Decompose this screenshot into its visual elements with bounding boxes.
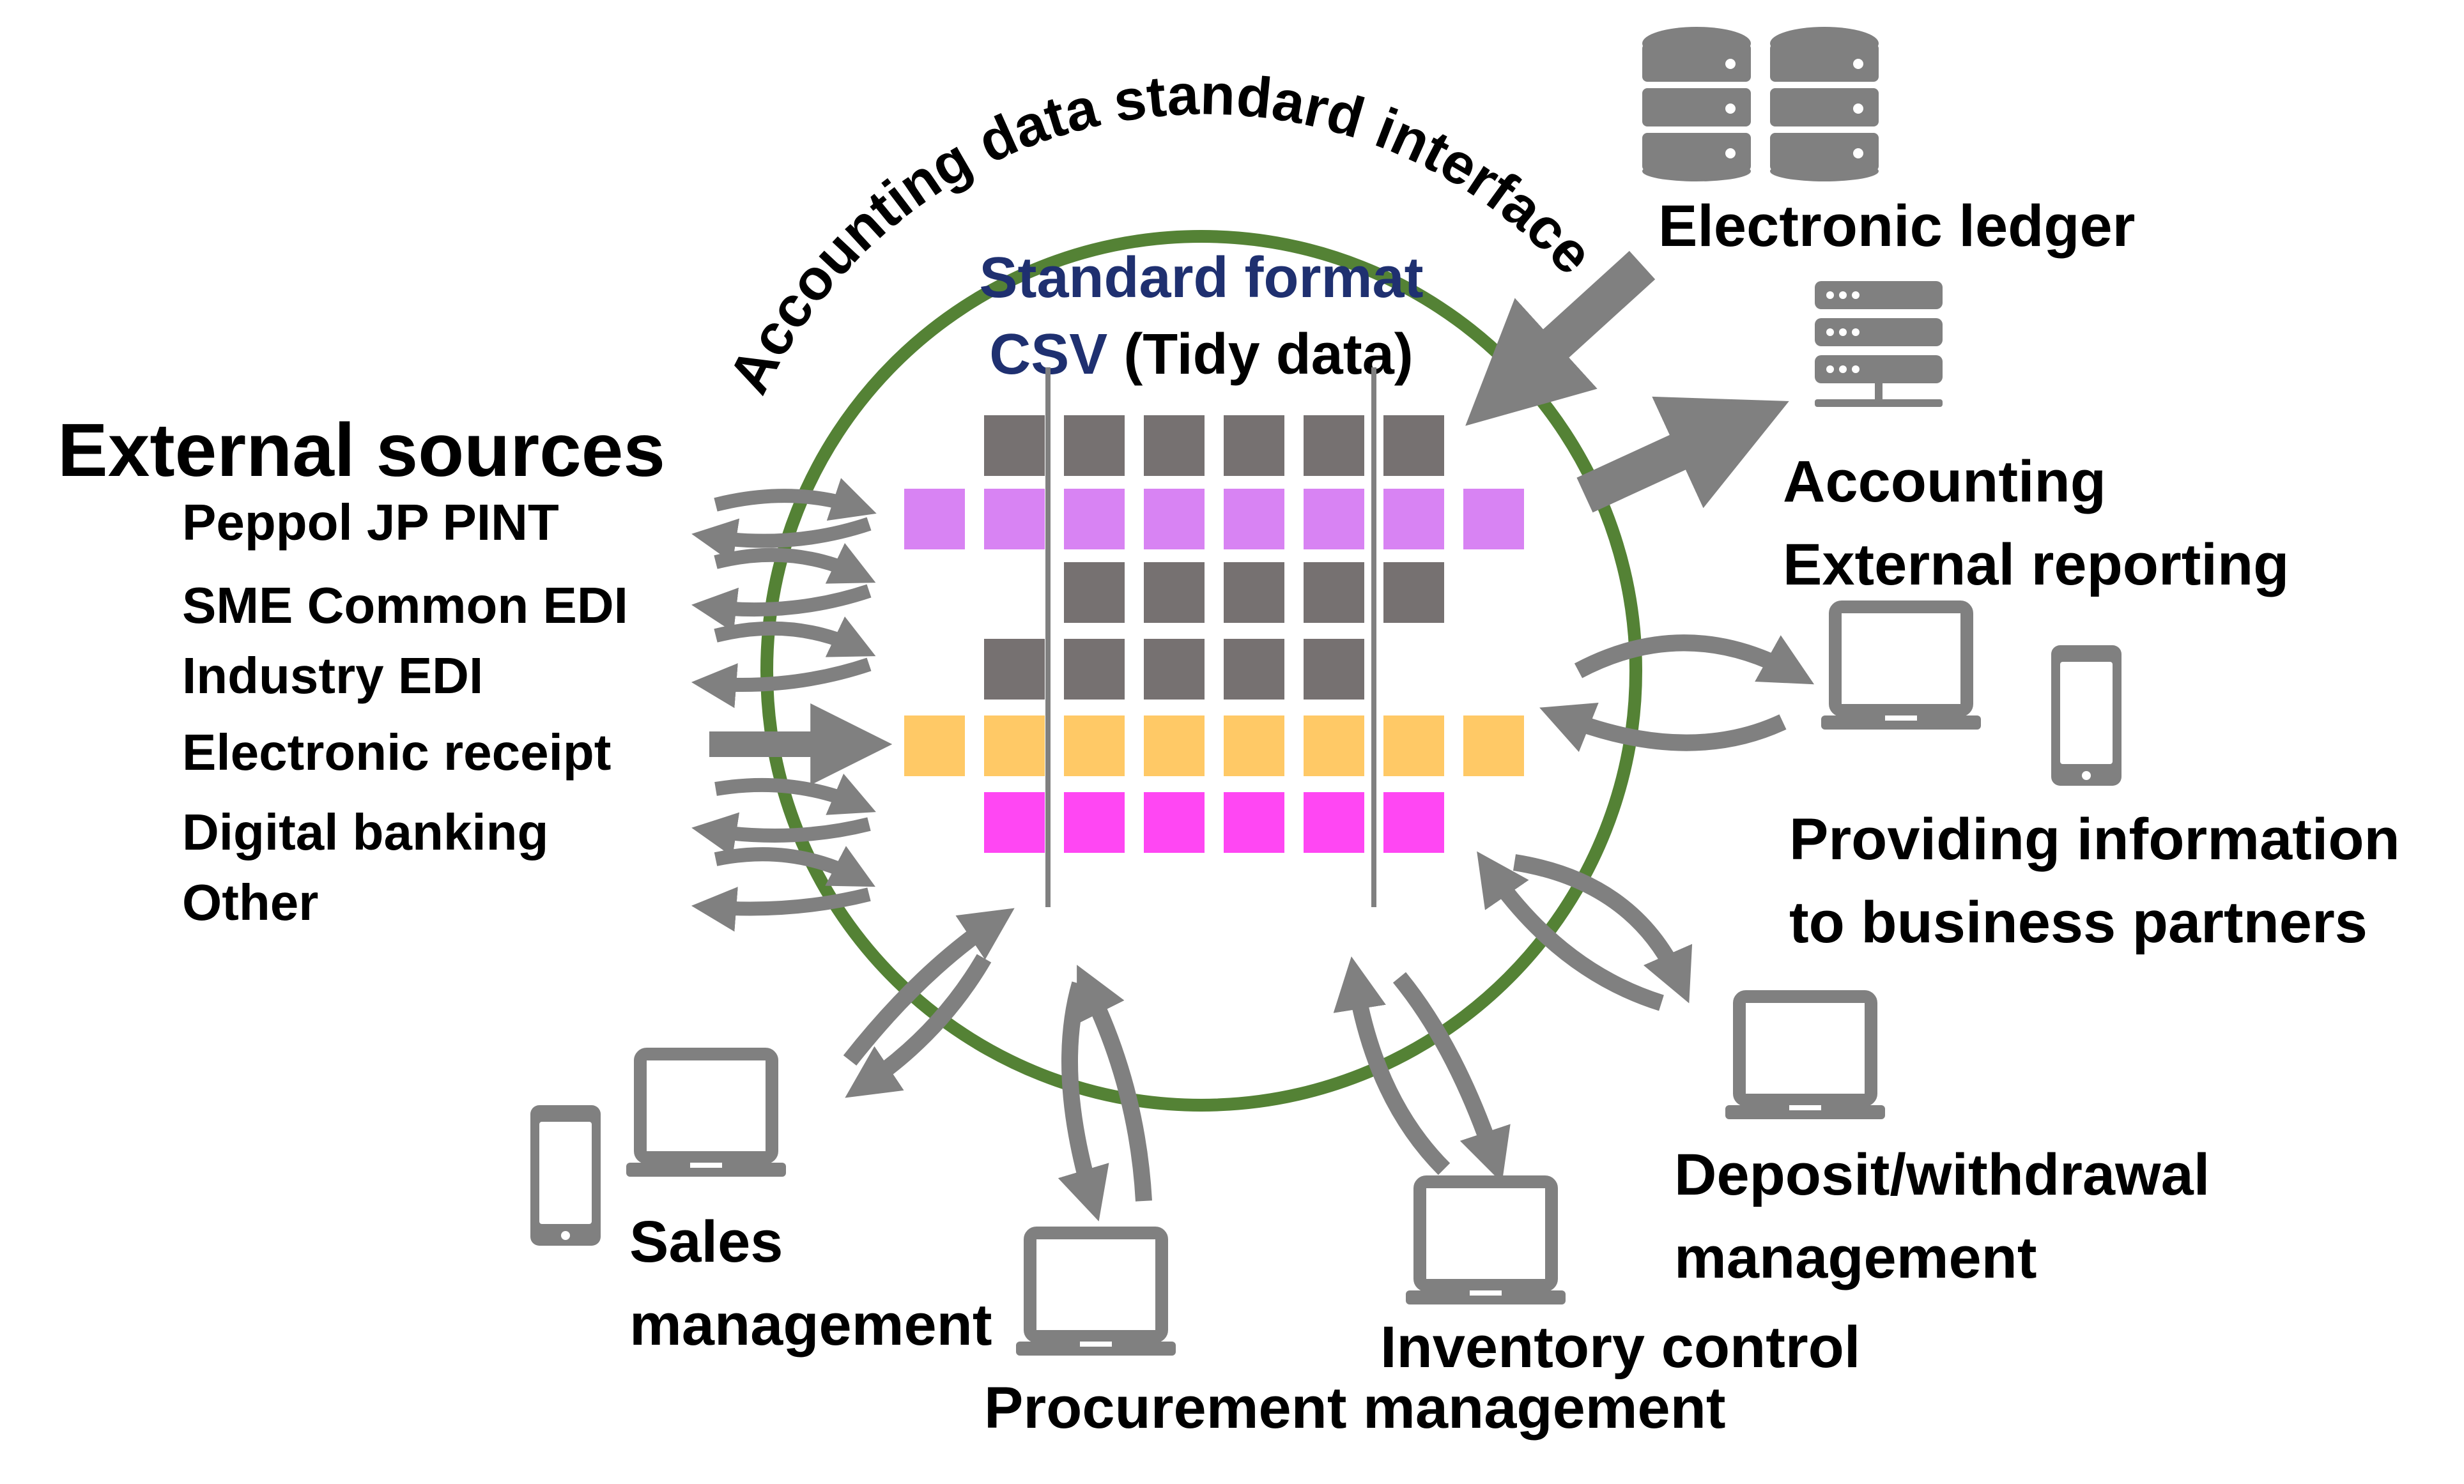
grid-cell [1144,792,1205,853]
source-arrow-out [691,517,872,563]
grid-cell [1064,562,1125,623]
source-digital-banking: Digital banking [182,804,548,861]
grid-cell [984,415,1045,476]
grid-cell [984,715,1045,776]
external-reporting-label: External reporting [1783,532,2289,597]
interface-ring [760,230,1642,1112]
laptop-icon [1016,1233,1176,1356]
source-arrow-in [714,543,876,584]
server-icon [1815,281,1943,407]
smartphone-icon [2051,645,2121,786]
source-arrow-out [691,812,871,857]
grid-cell [984,489,1045,549]
procurement-arrows [1058,965,1152,1221]
accounting-arrow [1576,396,1789,513]
grid-cell [1304,715,1364,776]
grid-cell [1064,792,1125,853]
grid-cell [1144,415,1205,476]
laptop-icon [1406,1182,1566,1304]
source-arrow-in [714,846,875,887]
grid-cell [1224,562,1284,623]
grid-cell [984,792,1045,853]
source-arrow-in [714,478,877,521]
tidy-data-grid [904,415,1524,853]
source-arrow-out [691,887,871,932]
grid-cell [1304,639,1364,700]
source-arrow-out [691,657,872,708]
grid-cell [1383,562,1444,623]
laptop-icon [626,1054,786,1177]
grid-cell [1144,715,1205,776]
source-arrow-in [714,616,876,657]
deposit-label-2: management [1674,1225,2037,1290]
grid-cell [1144,562,1205,623]
grid-cell [1064,715,1125,776]
inventory-arrows [1333,956,1511,1183]
source-sme-edi: SME Common EDI [182,577,628,634]
grid-cell [1144,489,1205,549]
grid-cell [1304,415,1364,476]
grid-cell [1224,715,1284,776]
sales-label-1: Sales [629,1209,783,1274]
electronic-ledger-label: Electronic ledger [1658,194,2135,259]
laptop-icon [1821,607,1981,730]
laptop-icon [1725,997,1885,1119]
grid-cell [984,639,1045,700]
source-other: Other [182,874,318,931]
grid-cell [904,715,965,776]
grid-cell [1304,489,1364,549]
source-industry-edi: Industry EDI [182,647,483,704]
source-arrow-out [691,584,872,632]
source-electronic-receipt: Electronic receipt [182,724,611,781]
business-partner-arrows [1539,634,1815,753]
grid-cell [1144,639,1205,700]
grid-cell [1224,792,1284,853]
grid-cell [1064,639,1125,700]
grid-cell [1064,489,1125,549]
source-arrow-in [714,774,876,815]
grid-cell [1304,792,1364,853]
sales-arrows [843,908,1015,1098]
source-arrows [691,478,893,932]
business-partners-label-2: to business partners [1789,890,2368,955]
external-sources-title: External sources [58,408,665,493]
sales-label-2: management [629,1292,992,1358]
database-icon [1642,27,1879,181]
ledger-arrow [1465,250,1656,426]
inventory-label: Inventory control [1380,1315,1860,1380]
grid-cell [1224,415,1284,476]
grid-cell [1463,489,1524,549]
grid-cell [1224,639,1284,700]
smartphone-icon [530,1105,601,1246]
source-peppol: Peppol JP PINT [182,494,559,551]
grid-cell [1064,415,1125,476]
grid-cell [1383,415,1444,476]
deposit-label-1: Deposit/withdrawal [1674,1142,2210,1207]
standard-format-label: Standard format [979,246,1423,310]
grid-cell [1304,562,1364,623]
procurement-label: Procurement management [984,1375,1726,1441]
standard-format-csv-label: CSV (Tidy data) [989,323,1413,386]
grid-cell [1224,489,1284,549]
grid-cell [1383,792,1444,853]
grid-cell [904,489,965,549]
business-partners-label-1: Providing information [1789,807,2400,872]
grid-cell [1463,715,1524,776]
grid-cell [1383,715,1444,776]
accounting-label: Accounting [1783,449,2106,514]
grid-cell [1383,489,1444,549]
deposit-arrows [1477,851,1693,1011]
